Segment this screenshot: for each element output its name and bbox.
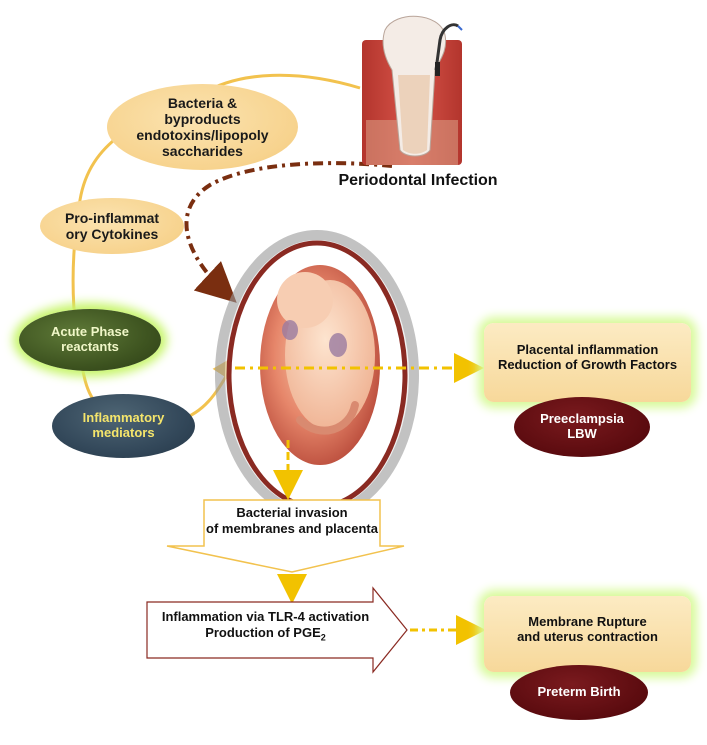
preterm-text: Preterm Birth	[537, 684, 621, 700]
bacteria-line-2: byproducts	[164, 110, 241, 127]
invasion-line-2: of membranes and placenta	[206, 521, 378, 537]
mediators-line-2: mediators	[92, 425, 155, 440]
fetus-icon	[215, 230, 419, 520]
acute-line-1: Acute Phase	[50, 324, 130, 340]
preeclampsia-line-1: Preeclampsia	[540, 411, 624, 427]
bacteria-line-3: endotoxins/lipopoly	[136, 127, 269, 143]
acute-phase-node: Acute Phase reactants	[19, 309, 161, 371]
infection-to-uterus-arrow	[184, 161, 393, 303]
cytokines-line-1: Pro-inflammat	[64, 209, 160, 226]
tlr4-line-2: Production of PGE2	[153, 625, 378, 644]
cytokines-node: Pro-inflammat ory Cytokines	[40, 198, 184, 254]
invasion-block-arrow	[166, 499, 405, 573]
tlr4-line-2-sub: 2	[320, 632, 326, 643]
rupture-line-1: Membrane Rupture	[528, 614, 647, 630]
bacteria-line-4: saccharides	[162, 143, 243, 160]
preterm-birth-node: Preterm Birth	[510, 665, 648, 720]
mediators-line-1: Inflammatory	[82, 410, 165, 426]
acute-line-2: reactants	[61, 339, 119, 354]
inflammatory-mediators-node: Inflammatory mediators	[52, 394, 195, 458]
placental-line-2: Reduction of Growth Factors	[497, 356, 678, 372]
placental-inflammation-box: Placental inflammation Reduction of Grow…	[484, 323, 691, 402]
tlr4-line-2-prefix: Production of PGE	[205, 625, 321, 641]
cytokines-line-2: ory Cytokines	[65, 226, 159, 242]
bacteria-byproducts-node: Bacteria & byproducts endotoxins/lipopol…	[107, 84, 298, 170]
membrane-rupture-box: Membrane Rupture and uterus contraction	[484, 596, 691, 672]
tooth-icon	[362, 15, 463, 165]
periodontal-infection-label: Periodontal Infection	[318, 170, 518, 192]
tlr4-line-1: Inflammation via TLR-4 activation	[161, 609, 370, 624]
preeclampsia-line-2: LBW	[567, 426, 597, 441]
placental-line-1: Placental inflammation	[516, 341, 659, 357]
rupture-line-2: and uterus contraction	[517, 629, 658, 644]
periodontal-text: Periodontal Infection	[338, 171, 498, 189]
invasion-line-1: Bacterial invasion	[236, 505, 348, 520]
tlr4-text: Inflammation via TLR-4 activation Produc…	[153, 609, 378, 644]
bacteria-line-1: Bacteria &	[167, 94, 238, 111]
tlr4-block-arrow	[146, 586, 408, 674]
bacterial-invasion-text: Bacterial invasion of membranes and plac…	[200, 505, 384, 538]
preeclampsia-node: Preeclampsia LBW	[514, 397, 650, 457]
